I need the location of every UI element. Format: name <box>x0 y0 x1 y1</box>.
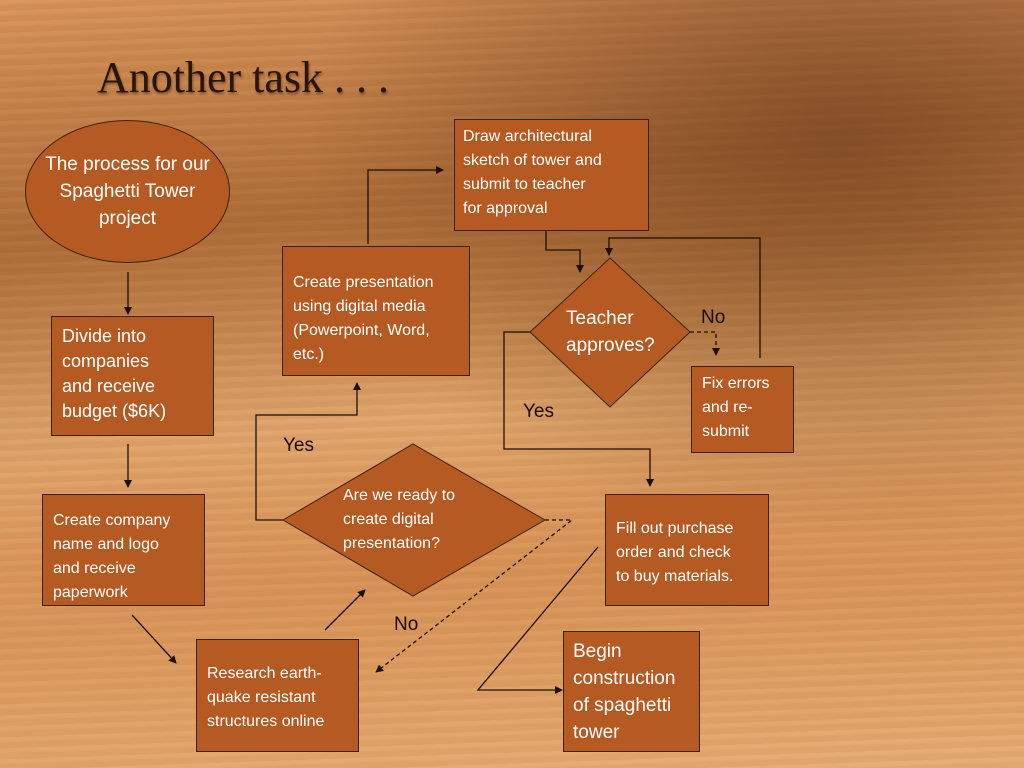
approves-yes-label: Yes <box>523 401 554 422</box>
fix-node: Fix errors and re- submit <box>691 366 794 453</box>
presentation-node: Create presentation using digital media … <box>282 246 470 376</box>
edge-approves-yes-purchase <box>503 331 654 487</box>
edge-approves-no-fix <box>690 331 720 356</box>
divide-node: Divide into companies and receive budget… <box>51 316 214 436</box>
start-node: The process for our Spaghetti Tower proj… <box>25 120 230 263</box>
ready-node-label: Are we ready to create digital presentat… <box>343 487 456 552</box>
company-node: Create company name and logo and receive… <box>42 494 205 606</box>
approves-node-label: Teacher approves? <box>566 308 655 356</box>
ready-yes-label: Yes <box>283 435 314 456</box>
edge-purchase-construction <box>476 546 599 694</box>
edge-company-research <box>131 614 177 664</box>
start-node-label: The process for our Spaghetti Tower proj… <box>45 154 210 229</box>
construction-node: Begin construction of spaghetti tower <box>563 631 700 752</box>
edge-presentation-sketch <box>367 166 444 244</box>
edge-research-ready <box>324 589 366 631</box>
edge-ready-no-research <box>375 519 574 673</box>
approves-no-label: No <box>701 307 726 328</box>
edge-ready-yes-presentation <box>255 382 361 521</box>
sketch-node: Draw architectural sketch of tower and s… <box>454 119 649 231</box>
purchase-node: Fill out purchase order and check to buy… <box>605 494 769 606</box>
ready-no-label: No <box>394 614 419 635</box>
edge-fix-approves <box>605 237 761 358</box>
slide-title: Another task . . . <box>97 53 390 102</box>
research-node: Research earth- quake resistant structur… <box>196 639 359 752</box>
edge-sketch-approves <box>545 231 584 273</box>
